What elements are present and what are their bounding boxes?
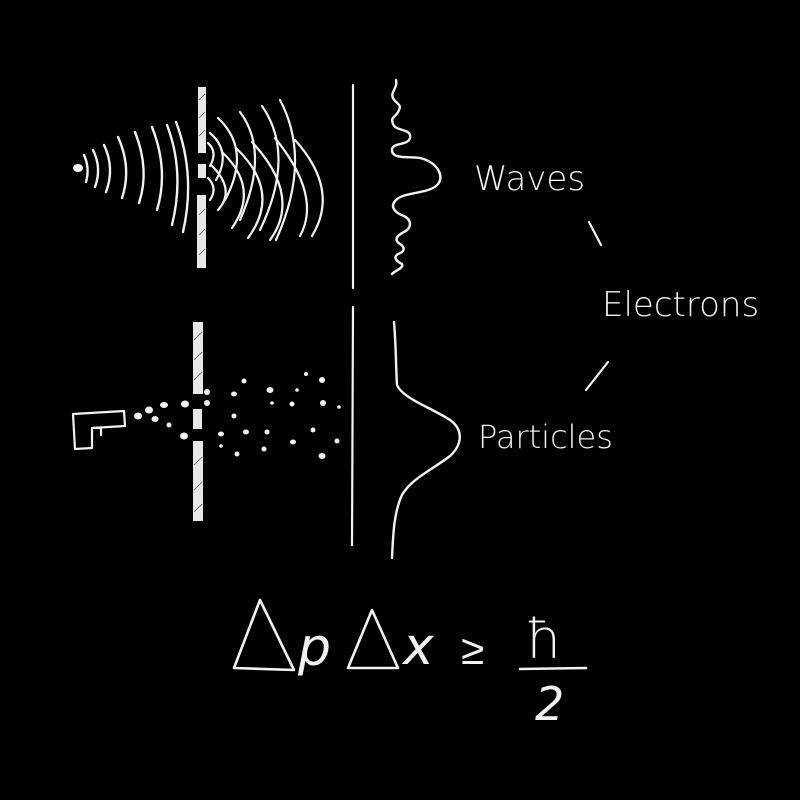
fraction-bar xyxy=(518,666,588,671)
connector-waves-electrons xyxy=(587,220,603,247)
particles-scattered xyxy=(204,372,341,459)
hbar-symbol: ħ xyxy=(525,608,563,671)
electrons-label: Electrons xyxy=(602,285,759,325)
incoming-wavefronts xyxy=(82,120,190,234)
point-source-icon xyxy=(73,164,83,172)
delta-symbol-2 xyxy=(346,608,400,670)
momentum-symbol: p xyxy=(297,618,331,678)
particle-gun-icon xyxy=(71,409,127,451)
waves-label: Waves xyxy=(474,159,585,199)
detection-screen xyxy=(350,305,355,547)
relation-symbol: ≥ xyxy=(461,625,484,674)
diffracted-wavefronts xyxy=(206,98,324,242)
connector-particles-electrons xyxy=(584,360,610,392)
double-slit-barrier xyxy=(193,322,203,521)
double-slit-barrier xyxy=(197,87,206,268)
particle-experiment: Particles xyxy=(71,305,613,560)
wave-experiment: Waves xyxy=(73,78,585,290)
single-peak-distribution xyxy=(390,320,461,560)
delta-symbol-1 xyxy=(232,598,296,672)
uncertainty-equation: p x ≥ ħ 2 xyxy=(232,598,588,731)
particles-label: Particles xyxy=(478,418,613,456)
position-symbol: x xyxy=(401,617,435,677)
particles-incoming xyxy=(134,400,189,440)
denominator-two: 2 xyxy=(535,677,564,731)
interference-pattern xyxy=(390,78,442,276)
